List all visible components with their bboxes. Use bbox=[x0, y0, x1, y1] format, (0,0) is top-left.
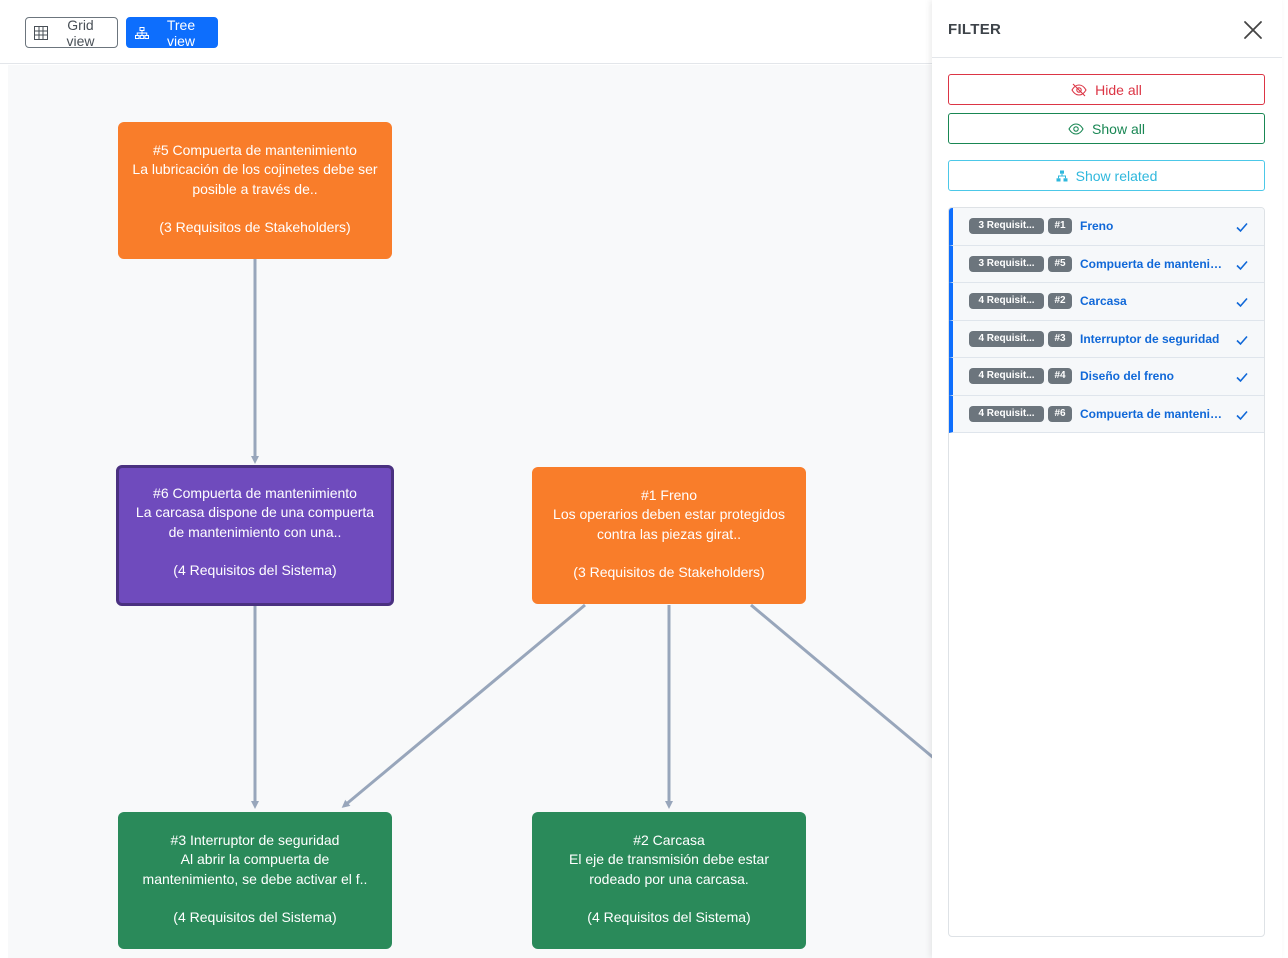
node-description-line: mantenimiento, se debe activar el f.. bbox=[142, 870, 368, 887]
node-title: #6 Compuerta de mantenimiento bbox=[153, 485, 357, 501]
requirement-type-badge: 4 Requisit... bbox=[969, 368, 1044, 385]
requirement-id-badge: #3 bbox=[1048, 330, 1072, 347]
node-title: #3 Interruptor de seguridad bbox=[170, 832, 340, 848]
edge-1-to-offscreen bbox=[750, 603, 932, 759]
node-title: #5 Compuerta de mantenimiento bbox=[153, 142, 357, 158]
node-description-line: Al abrir la compuerta de bbox=[180, 851, 330, 868]
node-description-line: de mantenimiento con una.. bbox=[168, 523, 342, 540]
requirement-id-badge: #2 bbox=[1048, 293, 1072, 310]
check-icon bbox=[1235, 258, 1249, 272]
tree-view-label: Tree view bbox=[166, 16, 196, 49]
grid-view-button[interactable]: Grid view bbox=[25, 16, 118, 49]
filter-item[interactable]: 3 Requisit... #1 Freno bbox=[949, 208, 1264, 246]
filter-item-label: Diseño del freno bbox=[1080, 369, 1175, 384]
check-icon bbox=[1235, 333, 1249, 347]
node-requirement-count: (3 Requisitos de Stakeholders) bbox=[159, 218, 351, 235]
node-description-line: El eje de transmisión debe estar bbox=[569, 851, 769, 868]
check-icon bbox=[1235, 220, 1249, 234]
hierarchy-icon bbox=[1056, 170, 1068, 182]
requirement-type-badge: 4 Requisit... bbox=[969, 405, 1044, 422]
filter-item[interactable]: 3 Requisit... #5 Compuerta de mantenimie… bbox=[949, 245, 1264, 283]
tree-node-3[interactable]: #3 Interruptor de seguridad Al abrir la … bbox=[118, 812, 392, 949]
grid-icon bbox=[34, 25, 48, 40]
eye-slash-icon bbox=[1071, 83, 1087, 97]
tree-node-5[interactable]: #5 Compuerta de mantenimiento La lubrica… bbox=[118, 122, 392, 259]
filter-panel-title: FILTER bbox=[948, 21, 1002, 38]
node-description-line: La lubricación de los cojinetes debe ser bbox=[132, 161, 378, 178]
grid-view-label: Grid view bbox=[66, 16, 95, 49]
view-toolbar: Grid view Tree view bbox=[0, 0, 932, 64]
requirement-id-badge: #4 bbox=[1048, 368, 1072, 385]
close-icon[interactable] bbox=[1242, 19, 1264, 41]
filter-list: 3 Requisit... #1 Freno 3 Requisit... #5 … bbox=[948, 207, 1265, 937]
edge-1-to-3 bbox=[341, 603, 586, 808]
filter-panel-header: FILTER bbox=[932, 0, 1282, 58]
filter-item-label: Compuerta de mantenimiento bbox=[1080, 256, 1230, 271]
hide-all-button[interactable]: Hide all bbox=[948, 74, 1265, 105]
node-description-line: Los operarios deben estar protegidos bbox=[553, 506, 785, 523]
filter-item[interactable]: 4 Requisit... #3 Interruptor de segurida… bbox=[949, 320, 1264, 358]
tree-node-1[interactable]: #1 Freno Los operarios deben estar prote… bbox=[532, 467, 806, 604]
show-all-label: Show all bbox=[1092, 120, 1145, 137]
filter-item-label: Carcasa bbox=[1080, 294, 1127, 309]
node-description-line: contra las piezas girat.. bbox=[597, 525, 741, 542]
requirement-id-badge: #1 bbox=[1048, 218, 1072, 235]
requirement-id-badge: #6 bbox=[1048, 405, 1072, 422]
filter-panel: FILTER Hide all Show all Show related bbox=[932, 0, 1282, 958]
node-title: #1 Freno bbox=[640, 487, 698, 503]
tree-node-2[interactable]: #2 Carcasa El eje de transmisión debe es… bbox=[532, 812, 806, 949]
node-requirement-count: (4 Requisitos del Sistema) bbox=[587, 908, 751, 925]
node-description-line: La carcasa dispone de una compuerta bbox=[135, 504, 375, 521]
check-icon bbox=[1235, 408, 1249, 422]
tree-edges bbox=[251, 259, 932, 809]
requirement-type-badge: 3 Requisit... bbox=[969, 255, 1044, 272]
tree-node-6-selected[interactable]: #6 Compuerta de mantenimiento La carcasa… bbox=[116, 465, 394, 606]
node-requirement-count: (3 Requisitos de Stakeholders) bbox=[573, 563, 765, 580]
tree-view-button[interactable]: Tree view bbox=[126, 16, 218, 49]
tree-canvas[interactable]: #5 Compuerta de mantenimiento La lubrica… bbox=[8, 65, 932, 958]
show-related-button[interactable]: Show related bbox=[948, 160, 1265, 191]
filter-item-label: Freno bbox=[1080, 219, 1114, 234]
check-icon bbox=[1235, 370, 1249, 384]
node-title: #2 Carcasa bbox=[633, 832, 705, 848]
requirement-id-badge: #5 bbox=[1048, 255, 1072, 272]
node-description-line: rodeado por una carcasa. bbox=[589, 870, 749, 887]
node-description-line: posible a través de.. bbox=[192, 180, 318, 197]
filter-item[interactable]: 4 Requisit... #6 Compuerta de mantenimie… bbox=[949, 395, 1264, 433]
show-related-label: Show related bbox=[1075, 167, 1158, 184]
check-icon bbox=[1235, 295, 1249, 309]
node-requirement-count: (4 Requisitos del Sistema) bbox=[173, 561, 337, 578]
filter-item-label: Compuerta de mantenimiento bbox=[1080, 406, 1230, 421]
node-requirement-count: (4 Requisitos del Sistema) bbox=[173, 908, 337, 925]
filter-item-label: Interruptor de seguridad bbox=[1080, 331, 1220, 346]
filter-item[interactable]: 4 Requisit... #4 Diseño del freno bbox=[949, 358, 1264, 396]
requirement-type-badge: 4 Requisit... bbox=[969, 330, 1044, 347]
requirement-type-badge: 4 Requisit... bbox=[969, 293, 1044, 310]
tree-icon bbox=[135, 26, 149, 39]
requirement-type-badge: 3 Requisit... bbox=[969, 218, 1044, 235]
filter-item[interactable]: 4 Requisit... #2 Carcasa bbox=[949, 283, 1264, 321]
hide-all-label: Hide all bbox=[1095, 81, 1142, 98]
show-all-button[interactable]: Show all bbox=[948, 113, 1265, 144]
eye-icon bbox=[1068, 122, 1084, 135]
